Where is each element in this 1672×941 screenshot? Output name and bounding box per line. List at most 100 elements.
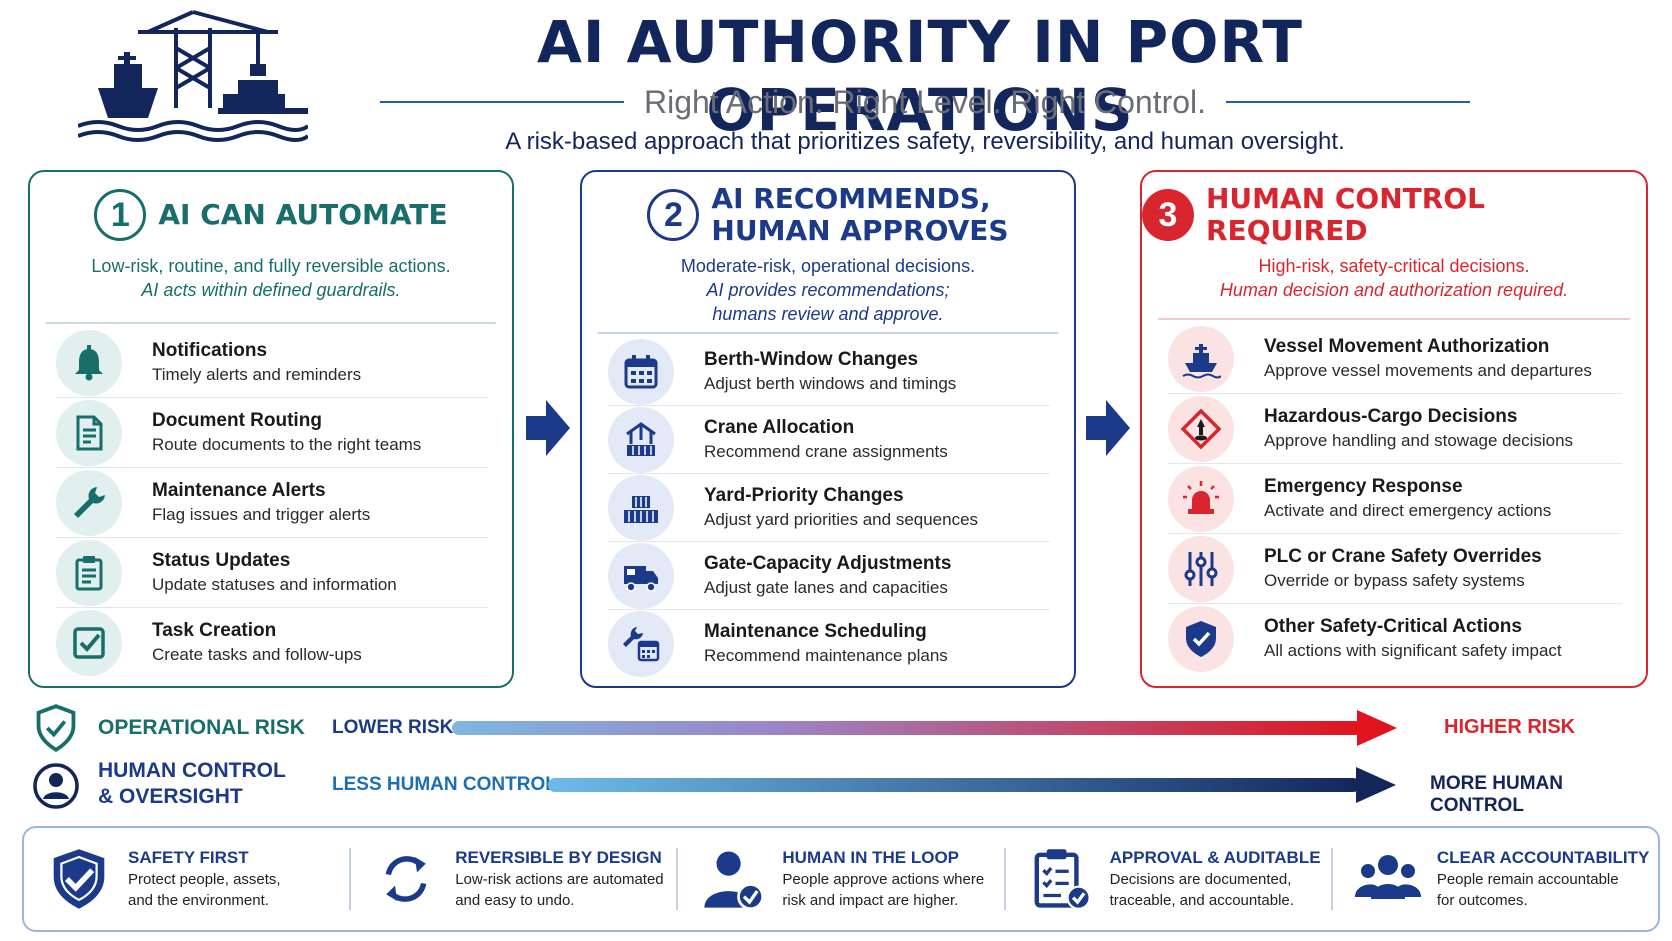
item-title: Other Safety-Critical Actions (1264, 616, 1522, 637)
principle-desc: traceable, and accountable. (1109, 892, 1294, 909)
panel-divider (46, 322, 496, 324)
principle-title: REVERSIBLE BY DESIGN (455, 848, 662, 867)
principles-bar: SAFETY FIRST Protect people, assets, and t… (22, 826, 1660, 932)
panel-desc-italic: AI acts within defined guardrails. (141, 280, 401, 300)
item-desc: Activate and direct emergency actions (1264, 500, 1552, 520)
item-title: Maintenance Alerts (152, 479, 326, 501)
principle-divider (1003, 848, 1006, 910)
panel-divider (1158, 318, 1630, 320)
hazard-icon (1168, 395, 1234, 462)
principle-desc: Protect people, assets, (128, 871, 281, 888)
wrench-icon (56, 469, 122, 536)
person-check-icon (704, 851, 765, 911)
flow-arrow-right-icon (1086, 400, 1130, 456)
panel-number-badge: 2 (647, 189, 700, 241)
page-subtitle: A risk-based approach that prioritizes s… (505, 128, 1345, 155)
ship-icon (1168, 325, 1234, 392)
item-desc: Override or bypass safety systems (1264, 570, 1525, 590)
panel-number-badge: 1 (94, 189, 147, 241)
panel-title-line: HUMAN CONTROL REQUIRED (1206, 182, 1485, 247)
principle-item: CLEAR ACCOUNTABILITY People remain accoun… (1333, 839, 1658, 919)
item-title: Berth-Window Changes (704, 348, 919, 370)
principle-divider (676, 848, 679, 910)
panel-title-line: AI RECOMMENDS, (711, 182, 991, 215)
bell-icon (56, 329, 122, 396)
calendar-icon (608, 338, 674, 405)
panel-desc-italic: Human decision and authorization require… (1219, 280, 1569, 300)
shield-check-icon (53, 849, 105, 909)
tagline-rule-right (1226, 101, 1470, 103)
scale-right-label: HIGHER RISK (1444, 716, 1576, 738)
scale-label: OPERATIONAL RISK (98, 716, 305, 739)
shield-check-icon (1168, 606, 1234, 672)
cycle-arrows-icon (385, 856, 427, 902)
panel-divider (598, 332, 1058, 334)
item-title: PLC or Crane Safety Overrides (1264, 545, 1542, 567)
item-desc: All actions with significant safety impa… (1264, 641, 1562, 660)
clipboard-icon (56, 539, 122, 606)
panel-desc-line: Moderate-risk, operational decisions. (680, 256, 976, 276)
item-title: Gate-Capacity Adjustments (704, 552, 952, 574)
principle-desc: and the environment. (128, 892, 269, 909)
principle-desc: People approve actions where (782, 871, 985, 888)
group-icon (1354, 855, 1421, 899)
scale-label: HUMAN CONTROL & OVERSIGHT (98, 758, 286, 810)
item-title: Yard-Priority Changes (704, 484, 904, 506)
panel-ai-recommends: 2 AI RECOMMENDS, HUMAN APPROVES Moderate… (580, 170, 1076, 688)
principle-desc: for outcomes. (1436, 892, 1528, 909)
item-desc: Route documents to the right teams (152, 434, 422, 454)
panel-human-control-required: 3 HUMAN CONTROL REQUIRED High-risk, safe… (1140, 170, 1648, 688)
item-title: Vessel Movement Authorization (1264, 335, 1550, 357)
item-desc: Approve vessel movements and departures (1264, 360, 1592, 380)
scale-label-line: HUMAN CONTROL (98, 759, 286, 782)
item-title: Hazardous-Cargo Decisions (1264, 405, 1518, 427)
panel-title-line: HUMAN APPROVES (711, 214, 1009, 247)
panel-ai-can-automate: 1 AI CAN AUTOMATE Low-risk, routine, and… (28, 170, 514, 688)
item-desc: Flag issues and trigger alerts (152, 504, 371, 524)
item-desc: Approve handling and stowage decisions (1264, 430, 1574, 450)
tagline: Right Action. Right Level. Right Control… (643, 83, 1207, 120)
panel-desc-italic: humans review and approve. (712, 304, 944, 324)
panel-description: Low-risk, routine, and fully reversible … (30, 254, 512, 322)
shield-check-icon (36, 704, 76, 752)
item-desc: Adjust yard priorities and sequences (704, 509, 979, 529)
principle-title: SAFETY FIRST (128, 848, 249, 867)
principle-title: CLEAR ACCOUNTABILITY (1436, 848, 1650, 867)
item-desc: Recommend maintenance plans (704, 646, 948, 665)
panel-number-badge: 3 (1142, 189, 1194, 241)
principle-desc: People remain accountable (1436, 871, 1619, 888)
item-desc: Update statuses and information (152, 574, 397, 594)
risk-gradient-arrow (452, 710, 1397, 746)
item-desc: Create tasks and follow-ups (152, 645, 362, 664)
document-icon (56, 399, 122, 466)
panel-desc-line: Low-risk, routine, and fully reversible … (91, 256, 451, 276)
item-title: Emergency Response (1264, 475, 1463, 497)
tagline-row: Right Action. Right Level. Right Control… (380, 80, 1470, 124)
human-control-scale: HUMAN CONTROL & OVERSIGHT LESS HUMAN CON… (30, 756, 1650, 816)
containers-icon (608, 474, 674, 541)
item-desc: Adjust berth windows and timings (704, 373, 957, 393)
panel-header: 2 AI RECOMMENDS, HUMAN APPROVES (582, 176, 1074, 254)
principle-desc: risk and impact are higher. (782, 892, 959, 909)
tagline-rule-left (380, 101, 624, 103)
item-title: Notifications (152, 339, 268, 361)
principle-item: SAFETY FIRST Protect people, assets, and t… (24, 839, 349, 919)
item-desc: Recommend crane assignments (704, 441, 948, 461)
port-logo-icon (78, 10, 308, 142)
siren-icon (1168, 465, 1234, 532)
flow-arrow-right-icon (526, 400, 570, 456)
